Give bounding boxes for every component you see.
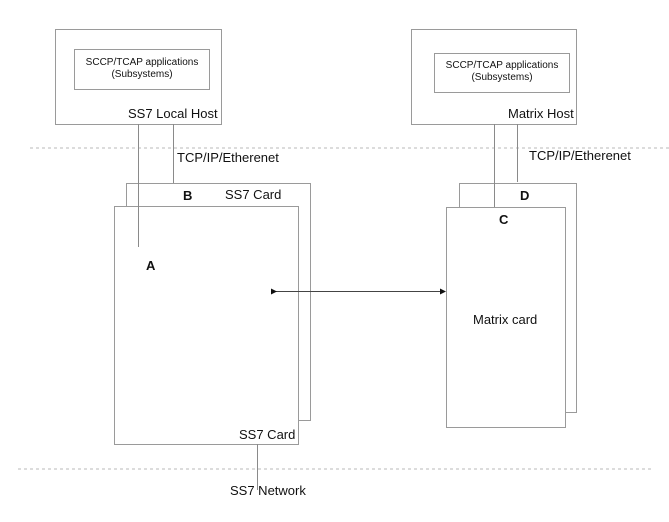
point-b-label: B bbox=[183, 188, 193, 203]
point-a-label: A bbox=[146, 258, 156, 273]
local-apps-line1: SCCP/TCAP applications bbox=[85, 57, 199, 68]
matrix-apps-label: SCCP/TCAP applications (Subsystems) bbox=[434, 60, 570, 84]
ss7-card-back-label: SS7 Card bbox=[225, 187, 282, 202]
point-c-label: C bbox=[499, 212, 509, 227]
local-apps-line2: (Subsystems) bbox=[111, 69, 173, 80]
right-tcp-label: TCP/IP/Etherenet bbox=[529, 148, 631, 163]
matrix-host-label: Matrix Host bbox=[508, 106, 574, 121]
left-tcp-label: TCP/IP/Etherenet bbox=[177, 150, 279, 165]
matrix-card-label: Matrix card bbox=[473, 312, 538, 327]
local-apps-label: SCCP/TCAP applications (Subsystems) bbox=[74, 57, 210, 81]
matrix-apps-box bbox=[434, 53, 570, 93]
ss7-card-front-label: SS7 Card bbox=[239, 427, 296, 442]
matrix-card-front bbox=[446, 207, 566, 428]
ss7-network-label: SS7 Network bbox=[230, 483, 306, 498]
local-apps-box bbox=[74, 49, 210, 90]
point-d-label: D bbox=[520, 188, 530, 203]
ss7-card-front bbox=[114, 206, 299, 445]
matrix-apps-line1: SCCP/TCAP applications bbox=[445, 60, 559, 71]
matrix-apps-line2: (Subsystems) bbox=[471, 72, 533, 83]
local-host-label: SS7 Local Host bbox=[128, 106, 218, 121]
